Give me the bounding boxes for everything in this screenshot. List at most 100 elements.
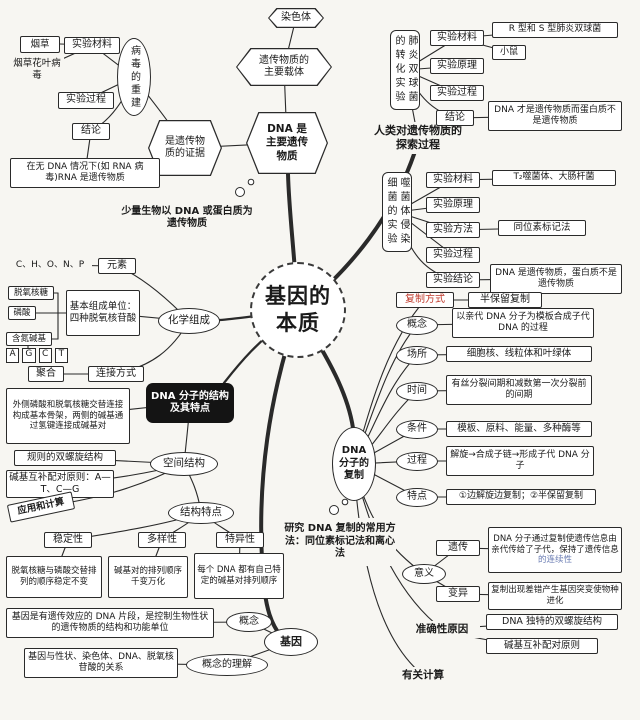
replication-feature-label: 特点 xyxy=(396,488,438,507)
central-topic-label: 基因的本质 xyxy=(265,283,331,335)
thought-bubbles xyxy=(235,178,349,515)
carrier-node: 遗传物质的主要载体 xyxy=(236,48,332,86)
double-helix-box: 规则的双螺旋结构 xyxy=(14,450,116,466)
virus-rebuild-node: 病毒的重建 xyxy=(117,38,151,116)
replication-method-label: 复制方式 xyxy=(396,292,454,308)
polymer-box: 聚合 xyxy=(28,366,64,382)
thought-bubble-dot xyxy=(235,187,245,197)
variation-label: 变异 xyxy=(436,586,480,602)
replication-time-label: 时间 xyxy=(396,382,438,401)
feature-stability-desc: 脱氧核糖与磷酸交替排列的顺序稳定不变 xyxy=(6,556,102,598)
replication-process-label: 过程 xyxy=(396,452,438,471)
pneumonia-material-bacteria: R 型和 S 型肺炎双球菌 xyxy=(492,22,618,38)
heredity-accent: 的连续性 xyxy=(537,555,572,566)
dna-main-label: DNA 是主要遗传物质 xyxy=(266,123,308,162)
phage-method-box: 同位素标记法 xyxy=(498,220,586,236)
pneumonia-conclusion-box: DNA 才是遗传物质而蛋白质不是遗传物质 xyxy=(488,101,622,131)
heredity-label: 遗传 xyxy=(436,540,480,556)
chromosome-label: 染色体 xyxy=(281,11,311,23)
phage-conclusion-label: 实验结论 xyxy=(426,272,480,288)
base-g: G xyxy=(22,347,36,363)
base-t: T xyxy=(54,347,68,363)
virus-material-tobacco: 烟草 xyxy=(20,36,60,53)
replication-site-label: 场所 xyxy=(396,346,438,365)
evidence-label: 是遗传物质的证据 xyxy=(165,135,205,160)
pneumonia-experiment-node: 肺炎双球菌的转化实验 xyxy=(390,30,420,110)
gene-understanding-label: 概念的理解 xyxy=(186,654,268,676)
replication-site-value: 细胞核、线粒体和叶绿体 xyxy=(446,346,592,362)
hexagon-fill xyxy=(149,121,221,175)
gene-concept-label: 概念 xyxy=(226,612,272,632)
heredity-content: DNA 分子通过复制使遗传信息由亲代传给了子代，保持了遗传信息的连续性 xyxy=(488,527,622,573)
spatial-structure-node: 空间结构 xyxy=(150,452,218,476)
significance-node: 意义 xyxy=(402,564,446,584)
carrier-label: 遗传物质的主要载体 xyxy=(259,54,309,79)
phage-principle-label: 实验原理 xyxy=(426,197,480,213)
structure-features-node: 结构特点 xyxy=(168,502,234,524)
unit-part-phosphate: 磷酸 xyxy=(8,306,36,320)
element-label: 元素 xyxy=(98,258,136,274)
replication-concept-value: 以亲代 DNA 分子为模板合成子代 DNA 的过程 xyxy=(452,308,594,338)
virus-process-label: 实验过程 xyxy=(58,92,114,109)
gene-definition-box: 基因是有遗传效应的 DNA 片段，是控制生物性状的遗传物质的结构和功能单位 xyxy=(6,608,214,638)
pneumonia-material-mouse: 小鼠 xyxy=(492,45,526,60)
accuracy-reason-pairing: 碱基互补配对原则 xyxy=(486,638,598,654)
virus-material-label: 实验材料 xyxy=(64,37,120,54)
evidence-node: 是遗传物质的证据 xyxy=(148,120,222,176)
hexagon-fill xyxy=(237,49,331,85)
central-topic: 基因的本质 xyxy=(250,262,346,358)
replication-label: DNA 分子的复制 xyxy=(339,445,369,482)
feature-stability-label: 稳定性 xyxy=(44,532,92,548)
gene-node: 基因 xyxy=(264,628,318,656)
phage-process-label: 实验过程 xyxy=(426,247,480,263)
dna-structure-node: DNA 分子的结构及其特点 xyxy=(146,383,234,423)
phage-material-label: 实验材料 xyxy=(426,172,480,188)
feature-diversity-label: 多样性 xyxy=(138,532,186,548)
backbone-box: 外侧磷酸和脱氧核糖交替连接构成基本骨架，两侧的碱基通过氢键连接成碱基对 xyxy=(6,388,130,444)
link-method-label: 连接方式 xyxy=(88,366,144,382)
replication-process-value: 解旋→合成子链→形成子代 DNA 分子 xyxy=(446,446,594,476)
thought-bubble-dot xyxy=(247,178,255,186)
chemistry-node: 化学组成 xyxy=(158,308,220,334)
replication-condition-value: 模板、原料、能量、多种酶等 xyxy=(446,421,592,437)
unit-part-deoxyribose: 脱氧核糖 xyxy=(8,286,54,300)
calculation-label: 有关计算 xyxy=(392,667,454,684)
explore-title: 人类对遗传物质的探索过程 xyxy=(370,122,466,154)
hexagon-fill xyxy=(269,9,323,27)
feature-specificity-label: 特异性 xyxy=(216,532,264,548)
pneumonia-process-label: 实验过程 xyxy=(430,85,484,101)
chromosome-node: 染色体 xyxy=(268,8,324,28)
gene-relationship-box: 基因与性状、染色体、DNA、脱氧核苷酸的关系 xyxy=(24,648,178,678)
replication-method-value: 半保留复制 xyxy=(468,292,542,308)
research-method-note: 研究 DNA 复制的常用方法：同位素标记法和离心法 xyxy=(284,518,396,566)
virus-material-tmv: 烟草花叶病毒 xyxy=(10,56,64,84)
basic-unit-box: 基本组成单位：四种脱氧核苷酸 xyxy=(66,290,140,336)
dna-main-node: DNA 是主要遗传物质 xyxy=(246,112,328,174)
elements-value: C、H、O、N、P xyxy=(8,258,92,273)
thought-bubble-dot xyxy=(341,498,349,506)
unit-part-nitrogen-base: 含氮碱基 xyxy=(6,332,52,346)
hexagon-fill xyxy=(247,113,327,173)
pneumonia-material-label: 实验材料 xyxy=(430,30,484,46)
heredity-content-text: DNA 分子通过复制使遗传信息由亲代传给了子代，保持了遗传信息的连续性 xyxy=(491,534,619,566)
phage-material-box: T₂噬菌体、大肠杆菌 xyxy=(492,170,616,186)
thought-bubble-dot xyxy=(329,505,339,515)
feature-diversity-desc: 碱基对的排列顺序千变万化 xyxy=(108,556,188,598)
base-a: A xyxy=(6,347,20,363)
phage-experiment-node: 噬菌体侵染细菌的实验 xyxy=(382,172,412,252)
pneumonia-principle-label: 实验原理 xyxy=(430,58,484,74)
heredity-main: DNA 分子通过复制使遗传信息由亲代传给了子代，保持了遗传信息 xyxy=(491,534,619,555)
feature-specificity-desc: 每个 DNA 都有自己特定的碱基对排列顺序 xyxy=(194,553,284,599)
accuracy-reason-label: 准确性原因 xyxy=(404,621,480,638)
minor-organisms-note: 少量生物以 DNA 或蛋白质为遗传物质 xyxy=(118,203,256,233)
virus-conclusion-label: 结论 xyxy=(72,123,110,140)
pneumonia-conclusion-label: 结论 xyxy=(436,110,474,126)
replication-concept-label: 概念 xyxy=(396,316,438,335)
replication-time-value: 有丝分裂间期和减数第一次分裂前的间期 xyxy=(446,375,592,405)
virus-conclusion-box: 在无 DNA 情况下(如 RNA 病毒)RNA 是遗传物质 xyxy=(10,158,160,188)
variation-content: 复制出现差错产生基因突变使物种进化 xyxy=(488,582,622,610)
replication-node: DNA 分子的复制 xyxy=(332,427,376,501)
accuracy-reason-helix: DNA 独特的双螺旋结构 xyxy=(486,614,618,630)
phage-method-label: 实验方法 xyxy=(426,222,480,238)
